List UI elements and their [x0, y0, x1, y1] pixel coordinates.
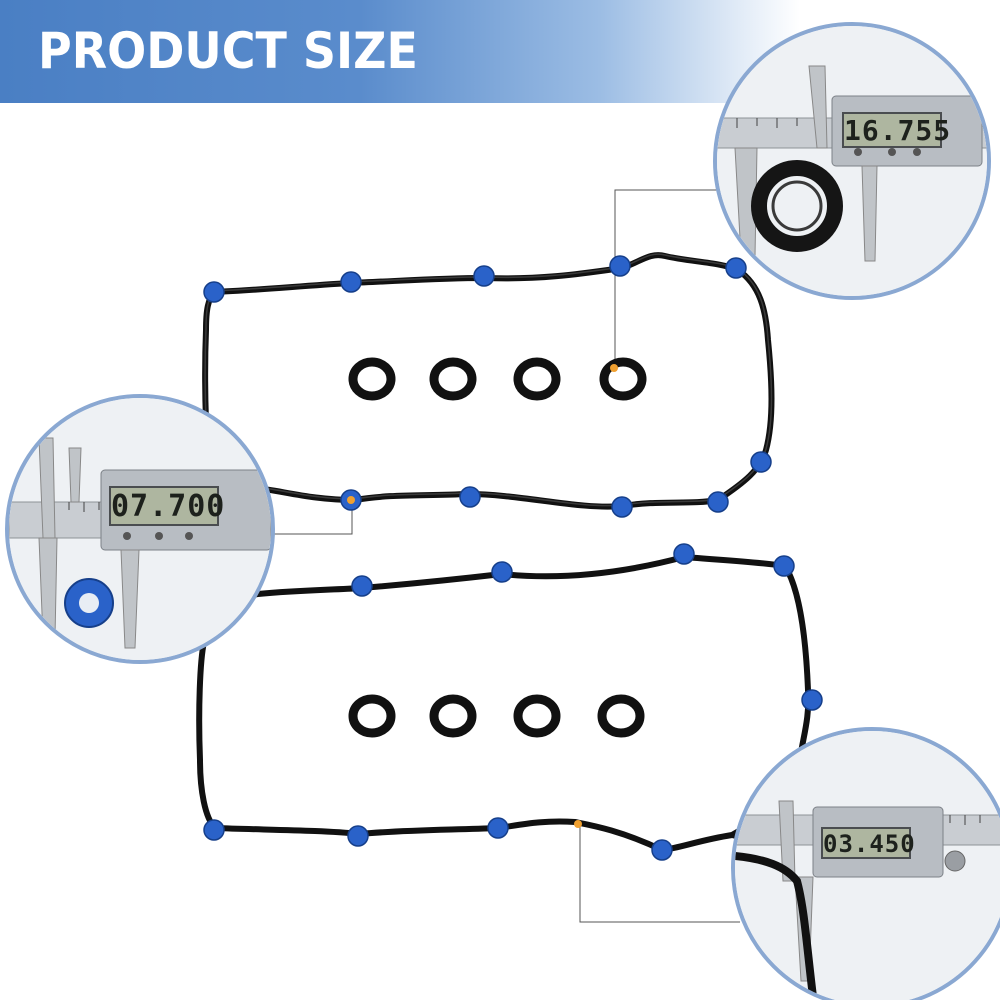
grommet: [459, 486, 481, 508]
header-banner: PRODUCT SIZE: [0, 0, 800, 103]
seal-ring: [348, 357, 396, 401]
grommet: [340, 271, 362, 293]
calliper-illustration: [735, 731, 1000, 1000]
grommet: [611, 496, 633, 518]
calliper-display-top: 16.755: [842, 112, 952, 148]
grommet: [750, 451, 772, 473]
grommet: [347, 825, 369, 847]
seal-ring: [597, 694, 645, 738]
grommet: [707, 491, 729, 513]
leader-line-left: [268, 500, 353, 535]
grommet: [203, 819, 225, 841]
calliper-display-left: 07.700: [109, 486, 224, 526]
grommet: [351, 575, 373, 597]
highlight-marker: [574, 820, 582, 828]
lower-seal-rings: [348, 694, 645, 738]
seal-ring: [429, 694, 477, 738]
zoom-grommet-measurement: 07.700: [5, 394, 275, 664]
seal-ring: [429, 357, 477, 401]
leader-line-top: [614, 189, 720, 368]
upper-grommets: [203, 255, 772, 518]
upper-seal-rings: [348, 357, 647, 401]
seal-ring: [513, 694, 561, 738]
seal-ring: [348, 694, 396, 738]
banner-title: PRODUCT SIZE: [38, 22, 418, 80]
calliper-display-bottom: 03.450: [821, 827, 915, 859]
lower-gasket: [196, 553, 812, 854]
seal-ring: [599, 357, 647, 401]
grommet: [473, 265, 495, 287]
grommet: [801, 689, 823, 711]
highlight-marker: [610, 364, 618, 372]
zoom-gasket-measurement: 03.450: [731, 727, 1000, 1000]
grommet: [491, 561, 513, 583]
calliper-illustration: [9, 398, 271, 660]
zoom-seal-ring-measurement: 16.755: [713, 22, 991, 300]
grommet: [609, 255, 631, 277]
highlight-marker: [347, 496, 355, 504]
upper-gasket: [202, 252, 775, 510]
lower-grommets: [203, 543, 823, 861]
grommet: [673, 543, 695, 565]
grommet: [203, 281, 225, 303]
leader-line-bottom: [579, 824, 740, 923]
seal-ring: [513, 357, 561, 401]
grommet: [773, 555, 795, 577]
calliper-illustration: [717, 26, 987, 296]
leader-lines: [268, 189, 740, 923]
grommet: [487, 817, 509, 839]
grommet: [651, 839, 673, 861]
